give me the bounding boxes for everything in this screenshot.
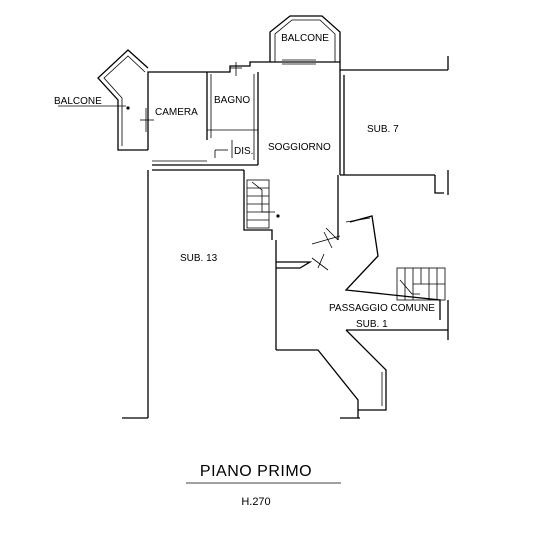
label-dis: DIS. (234, 146, 253, 157)
label-balcone-top: BALCONE (281, 33, 329, 44)
height-label: H.270 (241, 496, 270, 508)
label-passaggio-comune: PASSAGGIO COMUNE (329, 303, 435, 314)
label-soggiorno: SOGGIORNO (268, 142, 331, 153)
fixtures (58, 59, 341, 271)
label-sub1: SUB. 1 (356, 319, 388, 330)
stairs-common (396, 267, 446, 301)
stairs-interior (246, 179, 275, 229)
balcony-top-outline (269, 15, 341, 62)
label-camera: CAMERA (155, 107, 198, 118)
label-sub7: SUB. 7 (367, 124, 399, 135)
walls (122, 56, 449, 419)
label-balcone-left: BALCONE (54, 96, 102, 107)
label-sub13: SUB. 13 (180, 253, 218, 264)
label-bagno: BAGNO (214, 95, 250, 106)
plan-title: PIANO PRIMO (200, 463, 312, 480)
balcony-left-outline (97, 49, 149, 151)
